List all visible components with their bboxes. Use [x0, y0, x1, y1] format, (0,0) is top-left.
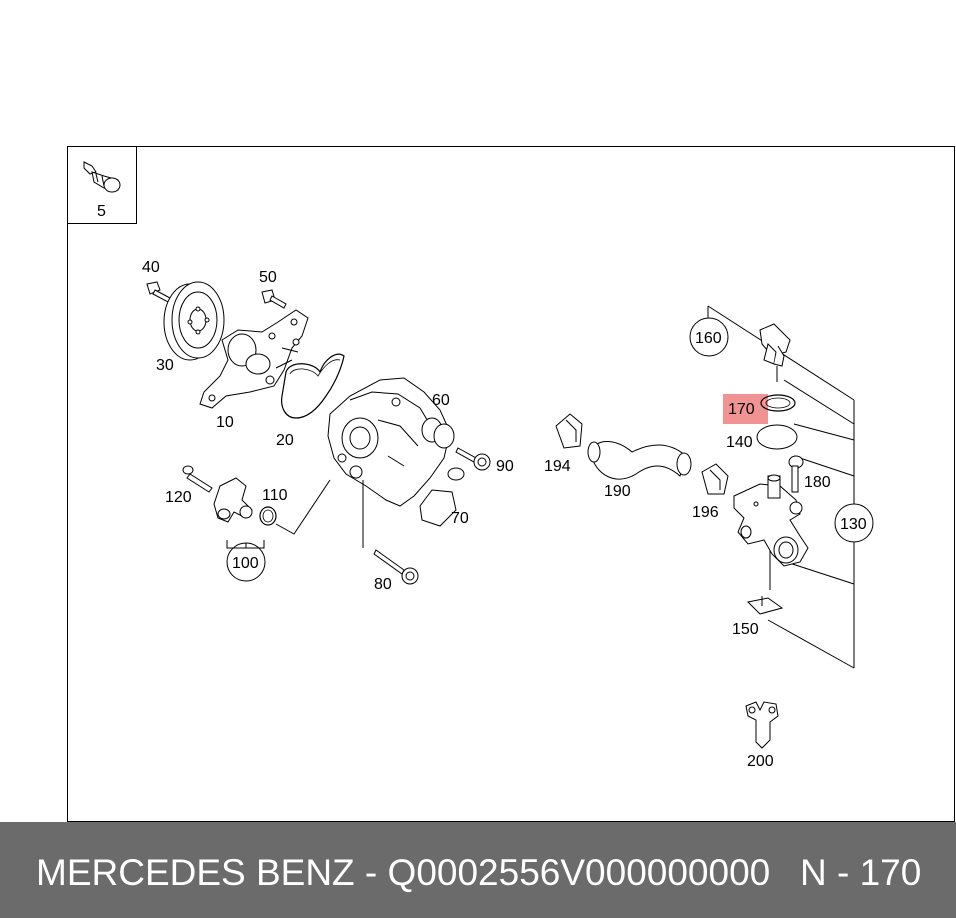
part-label-50: 50 — [259, 269, 277, 286]
part-label-70: 70 — [451, 510, 469, 527]
part-170-oring-drawing — [760, 394, 796, 412]
part-180-bolt-drawing — [788, 455, 804, 493]
part-label-194: 194 — [544, 458, 571, 475]
part-110-oring-drawing — [259, 506, 277, 526]
part-196-clamp-drawing — [701, 463, 729, 495]
part-label-20: 20 — [276, 432, 294, 449]
part-160-sensor-drawing — [759, 323, 791, 367]
part-label-180: 180 — [804, 474, 831, 491]
part-194-clamp-drawing — [555, 413, 583, 449]
part-label-170: 170 — [728, 401, 755, 418]
part-label-200: 200 — [747, 753, 774, 770]
part-20-gasket-drawing — [281, 353, 345, 419]
part-label-110: 110 — [262, 487, 288, 504]
part-70-seal-drawing — [419, 467, 465, 527]
callout-160 — [689, 317, 729, 357]
part-5-sensor-drawing — [83, 161, 121, 193]
part-label-40: 40 — [142, 259, 160, 276]
footer-bar: MERCEDES BENZ - Q0002556V000000000 N - 1… — [0, 822, 956, 918]
part-10-water-pump-drawing — [199, 309, 309, 409]
diagram-frame — [67, 146, 955, 822]
part-label-190: 190 — [604, 483, 631, 500]
part-label-160: 160 — [695, 330, 722, 347]
part-50-bolt-drawing — [261, 289, 287, 309]
part-label-140: 140 — [726, 434, 753, 451]
part-label-150: 150 — [732, 621, 759, 638]
part-label-90: 90 — [496, 458, 514, 475]
part-150-label-drawing — [746, 596, 784, 615]
part-60-housing-drawing — [327, 377, 455, 507]
part-label-120: 120 — [165, 489, 192, 506]
part-130-thermostat-housing-drawing — [733, 474, 809, 567]
part-label-60: 60 — [432, 392, 450, 409]
part-label-100: 100 — [232, 555, 259, 572]
footer-part-ref: N - 170 — [800, 852, 922, 893]
part-100-fitting-drawing — [213, 477, 253, 523]
part-30-pulley-drawing — [163, 281, 225, 361]
parts-diagram: 5 40 30 50 10 20 — [67, 146, 955, 822]
footer-part-title: MERCEDES BENZ - Q0002556V000000000 — [36, 852, 771, 893]
part-label-10: 10 — [216, 414, 234, 431]
part-40-bolt-drawing — [146, 281, 171, 303]
part-label-30: 30 — [156, 357, 174, 374]
part-label-196: 196 — [692, 504, 719, 521]
part-120-bolt-drawing — [182, 465, 213, 493]
part-140-gasket-drawing — [756, 424, 798, 450]
part-200-bracket-drawing — [745, 701, 779, 749]
part-90-bolt-drawing — [455, 447, 491, 471]
inset-box — [67, 146, 137, 224]
part-190-hose-drawing — [587, 441, 692, 480]
part-label-80: 80 — [374, 576, 392, 593]
part-label-5: 5 — [97, 203, 106, 220]
highlight-box — [723, 394, 768, 424]
part-label-130: 130 — [840, 516, 867, 533]
callout-130 — [834, 503, 874, 543]
part-80-bolt-drawing — [373, 549, 419, 585]
